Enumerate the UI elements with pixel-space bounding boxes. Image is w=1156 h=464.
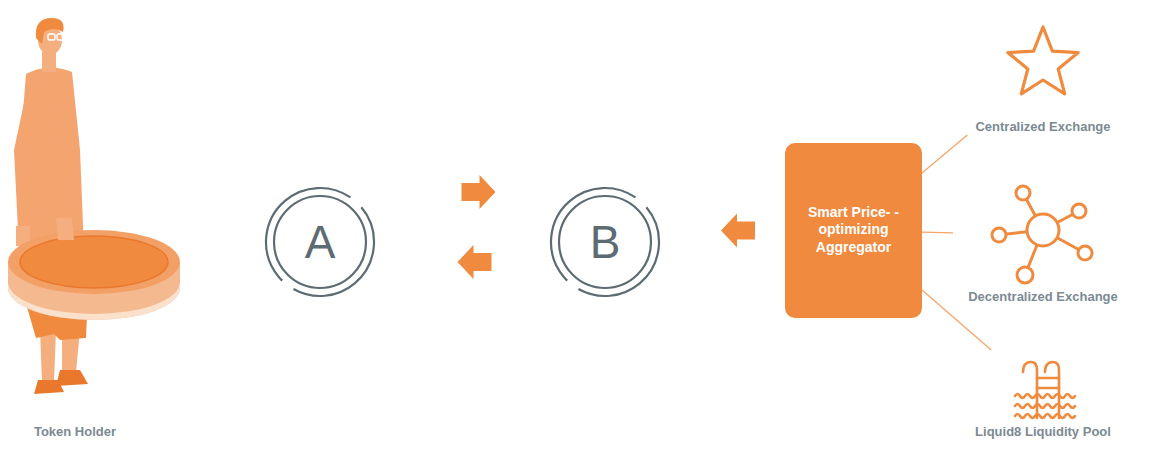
flow-arrow (462, 175, 496, 209)
token-circle: B (549, 186, 661, 298)
connector-line (922, 231, 953, 233)
aggregator-box: Smart Price- -optimizing Aggregator (785, 143, 922, 318)
node-label: Liquid8 Liquidity Pool (953, 424, 1133, 440)
star-outline (953, 8, 1133, 135)
token-holder-illustration (0, 0, 200, 410)
exchange-node: Decentralized Exchange (953, 165, 1133, 305)
exchange-node: Liquid8 Liquidity Pool (953, 350, 1133, 440)
token-letter: A (264, 186, 376, 298)
node-label: Decentralized Exchange (953, 289, 1133, 305)
node-label: Centralized Exchange (953, 119, 1133, 135)
token-letter: B (549, 186, 661, 298)
figure-label: Token Holder (0, 424, 150, 440)
flow-arrow (458, 245, 492, 279)
flow-arrow (721, 214, 755, 248)
box-title: Smart Price- -optimizing Aggregator (802, 204, 906, 258)
exchange-node: Centralized Exchange (953, 8, 1133, 135)
token-circle: A (264, 186, 376, 298)
connector-line (922, 135, 967, 173)
net-outline (953, 165, 1133, 305)
